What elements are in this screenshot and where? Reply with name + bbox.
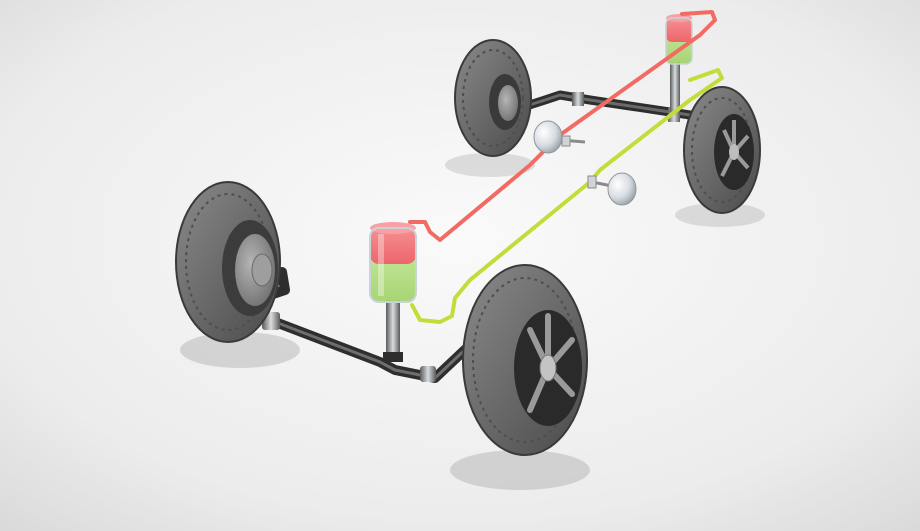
wheel-rear-left: [454, 39, 532, 157]
floor-shadows: [180, 153, 765, 490]
wheel-front-left: [175, 181, 281, 343]
accumulator-sphere-right: [587, 172, 637, 206]
green-circuit-line: [410, 68, 724, 324]
accumulator-sphere-left: [533, 120, 586, 154]
wheel-rear-right: [683, 86, 761, 214]
front-reservoir: [369, 222, 417, 362]
wheel-front-right: [462, 264, 588, 456]
